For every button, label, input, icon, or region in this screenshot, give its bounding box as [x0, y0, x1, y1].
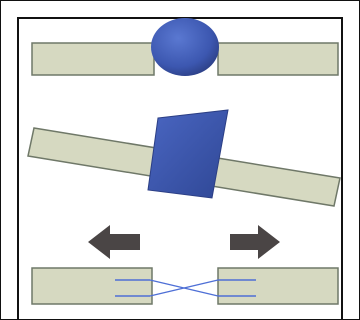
right-rod	[217, 42, 339, 76]
separation-panel	[31, 225, 339, 305]
weld-joint-panel	[31, 18, 339, 76]
weld-blob	[151, 18, 219, 76]
fiber-lines	[115, 279, 256, 297]
right-arrow-icon	[230, 225, 280, 259]
left-rod-separated	[31, 267, 153, 305]
inner-frame	[17, 17, 343, 320]
right-rod-separated	[217, 267, 339, 305]
left-arrow-icon	[88, 225, 140, 259]
sleeve-block	[147, 109, 229, 199]
sleeve-joint-panel	[27, 109, 341, 207]
left-rod	[31, 42, 155, 76]
